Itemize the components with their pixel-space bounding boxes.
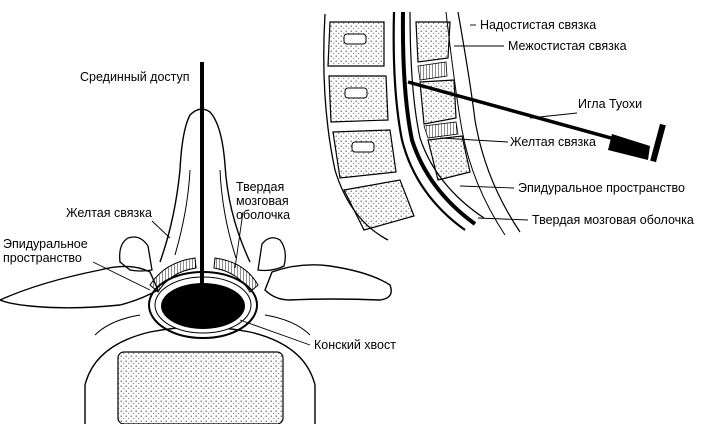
- label-epidural-space-left-1: Эпидуральное: [3, 237, 88, 251]
- label-interspinous-ligament: Межостистая связка: [508, 39, 627, 53]
- label-dura-right: Твердая мозговая оболочка: [532, 213, 694, 227]
- label-supraspinous-ligament: Надостистая связка: [480, 18, 596, 32]
- label-dura-left-3: оболочка: [236, 208, 290, 222]
- label-epidural-space-left-2: пространство: [3, 251, 82, 265]
- articular-process-right: [257, 237, 286, 272]
- label-yellow-ligament-left: Желтая связка: [66, 206, 152, 220]
- vertebral-bodies: [327, 21, 415, 231]
- label-dura-left-1: Твердая: [236, 180, 284, 194]
- vertebral-body-cancellous: [117, 351, 284, 424]
- transverse-processes: [0, 265, 159, 309]
- label-tuohy-needle: Игла Туохи: [578, 97, 642, 111]
- vertebra-cross-section: [0, 108, 392, 424]
- articular-process-left: [119, 236, 153, 272]
- label-dura-left-2: мозговая: [236, 194, 289, 208]
- label-midline-access: Срединный доступ: [80, 70, 190, 84]
- cauda-equina-sac: [161, 283, 245, 329]
- label-cauda-equina: Конский хвост: [314, 338, 396, 352]
- label-yellow-ligament-right: Желтая связка: [510, 135, 596, 149]
- sagittal-spine-section: [323, 11, 521, 241]
- label-epidural-space-right: Эпидуральное пространство: [518, 181, 685, 195]
- tuohy-needle: [407, 80, 666, 163]
